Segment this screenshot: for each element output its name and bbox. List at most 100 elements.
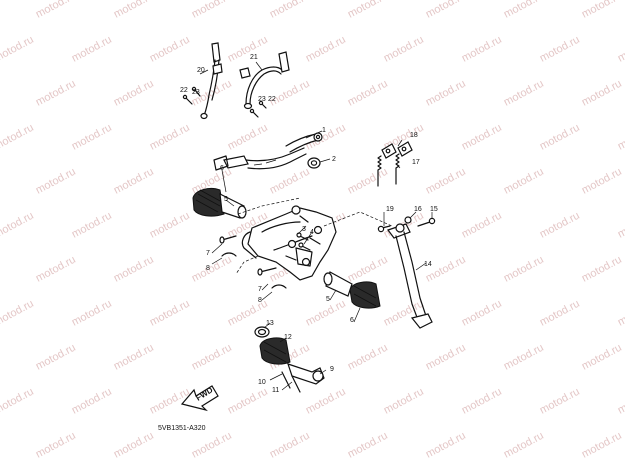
part-20-shift-arm: [200, 42, 223, 120]
watermark-text: motod.ru: [226, 122, 270, 153]
watermark-text: motod.ru: [268, 78, 312, 109]
watermark-text: motod.ru: [580, 0, 624, 21]
watermark-text: motod.ru: [34, 78, 78, 109]
watermark-text: motod.ru: [580, 430, 624, 461]
watermark-text: motod.ru: [580, 254, 624, 285]
watermark-text: motod.ru: [190, 254, 234, 285]
watermark-text: motod.ru: [148, 34, 192, 65]
watermark-text: motod.ru: [502, 430, 546, 461]
watermark-text: motod.ru: [304, 34, 348, 65]
part-7-8-pins-left: [219, 235, 287, 289]
callout-4: 4: [310, 229, 314, 236]
callout-12: 12: [284, 334, 292, 341]
watermark-text: motod.ru: [616, 386, 625, 417]
watermark-text: motod.ru: [424, 0, 468, 21]
watermark-text: motod.ru: [538, 210, 582, 241]
callout-14: 14: [424, 261, 432, 268]
watermark-text: motod.ru: [0, 298, 36, 329]
part-22-23-bolts: [182, 86, 267, 118]
callout-22-left: 22: [180, 87, 188, 94]
watermark-text: motod.ru: [502, 78, 546, 109]
watermark-text: motod.ru: [346, 166, 390, 197]
watermark-text: motod.ru: [502, 166, 546, 197]
watermark-text: motod.ru: [268, 166, 312, 197]
callout-13: 13: [266, 320, 274, 327]
callout-8-right: 8: [258, 297, 262, 304]
callout-numbers: 1 2 3 4 5 5 6 6 7 7 8 8 9 10 11 12 13 14…: [180, 54, 438, 394]
callout-19: 19: [386, 206, 394, 213]
watermark-text: motod.ru: [616, 210, 625, 241]
callout-6-lower: 6: [350, 317, 354, 324]
watermark-text: motod.ru: [70, 386, 114, 417]
callout-23-right: 23: [258, 96, 266, 103]
callout-15: 15: [430, 206, 438, 213]
watermark-text: motod.ru: [70, 210, 114, 241]
callout-8-left: 8: [206, 265, 210, 272]
watermark-text: motod.ru: [424, 342, 468, 373]
frame-reference-lines: [235, 197, 393, 275]
watermark-text: motod.ru: [0, 386, 36, 417]
watermark-text: motod.ru: [34, 166, 78, 197]
watermark-text: motod.ru: [346, 430, 390, 461]
callout-7-left: 7: [206, 250, 210, 257]
watermark-text: motod.ru: [460, 386, 504, 417]
watermark-text: motod.ru: [616, 122, 625, 153]
watermark-text: motod.ru: [268, 430, 312, 461]
watermark-text: motod.ru: [0, 34, 36, 65]
callout-18: 18: [410, 132, 418, 139]
part-12-13-footrest-rubber: [254, 326, 291, 365]
watermark-text: motod.ru: [112, 430, 156, 461]
part-15-16-19-hardware: [377, 216, 436, 233]
callout-22-right: 22: [268, 96, 276, 103]
watermark-text: motod.ru: [34, 0, 78, 21]
watermark-text: motod.ru: [460, 122, 504, 153]
part-6-footrest-left: [192, 187, 247, 219]
watermark-text: motod.ru: [34, 342, 78, 373]
watermark-text: motod.ru: [538, 34, 582, 65]
watermark-text: motod.ru: [70, 34, 114, 65]
watermark-text: motod.ru: [616, 34, 625, 65]
watermark-text: motod.ru: [148, 122, 192, 153]
watermark-text: motod.ru: [616, 298, 625, 329]
watermark-text: motod.ru: [502, 0, 546, 21]
part-6-footrest-right: [323, 271, 381, 309]
watermark-text: motod.ru: [460, 298, 504, 329]
watermark-text: motod.ru: [424, 254, 468, 285]
watermark-text: motod.ru: [382, 386, 426, 417]
watermark-text: motod.ru: [34, 254, 78, 285]
callout-11: 11: [272, 387, 279, 394]
watermark-text: motod.ru: [538, 122, 582, 153]
watermark-text: motod.ru: [346, 0, 390, 21]
watermark-text: motod.ru: [226, 34, 270, 65]
watermark-text: motod.ru: [70, 122, 114, 153]
watermark-text: motod.ru: [112, 342, 156, 373]
watermark-text: motod.ru: [112, 78, 156, 109]
part-17-springs: [377, 153, 400, 187]
watermark-text: motod.ru: [34, 430, 78, 461]
watermark-text: motod.ru: [580, 342, 624, 373]
watermark-text: motod.ru: [346, 342, 390, 373]
watermark-text: motod.ru: [0, 210, 36, 241]
watermark-text: motod.ru: [538, 298, 582, 329]
callout-6-upper: 6: [220, 165, 224, 172]
callout-1: 1: [322, 127, 326, 134]
watermark-text: motod.ru: [112, 0, 156, 21]
callout-5-upper: 5: [224, 196, 228, 203]
callout-2: 2: [332, 156, 336, 163]
watermark-text: motod.ru: [112, 166, 156, 197]
footrest-bracket-assembly: [241, 205, 337, 281]
watermark-text: motod.ru: [346, 254, 390, 285]
callout-21: 21: [250, 54, 258, 61]
callout-3: 3: [302, 226, 306, 233]
watermark-text: motod.ru: [424, 166, 468, 197]
diagram-code: 5VB1351-A320: [158, 425, 206, 432]
watermark-text: motod.ru: [580, 78, 624, 109]
watermark-text: motod.ru: [0, 122, 36, 153]
callout-9: 9: [330, 366, 334, 373]
watermark-text: motod.ru: [268, 0, 312, 21]
part-18-plates: [381, 141, 413, 159]
watermark-text: motod.ru: [424, 78, 468, 109]
watermark-text: motod.ru: [148, 210, 192, 241]
